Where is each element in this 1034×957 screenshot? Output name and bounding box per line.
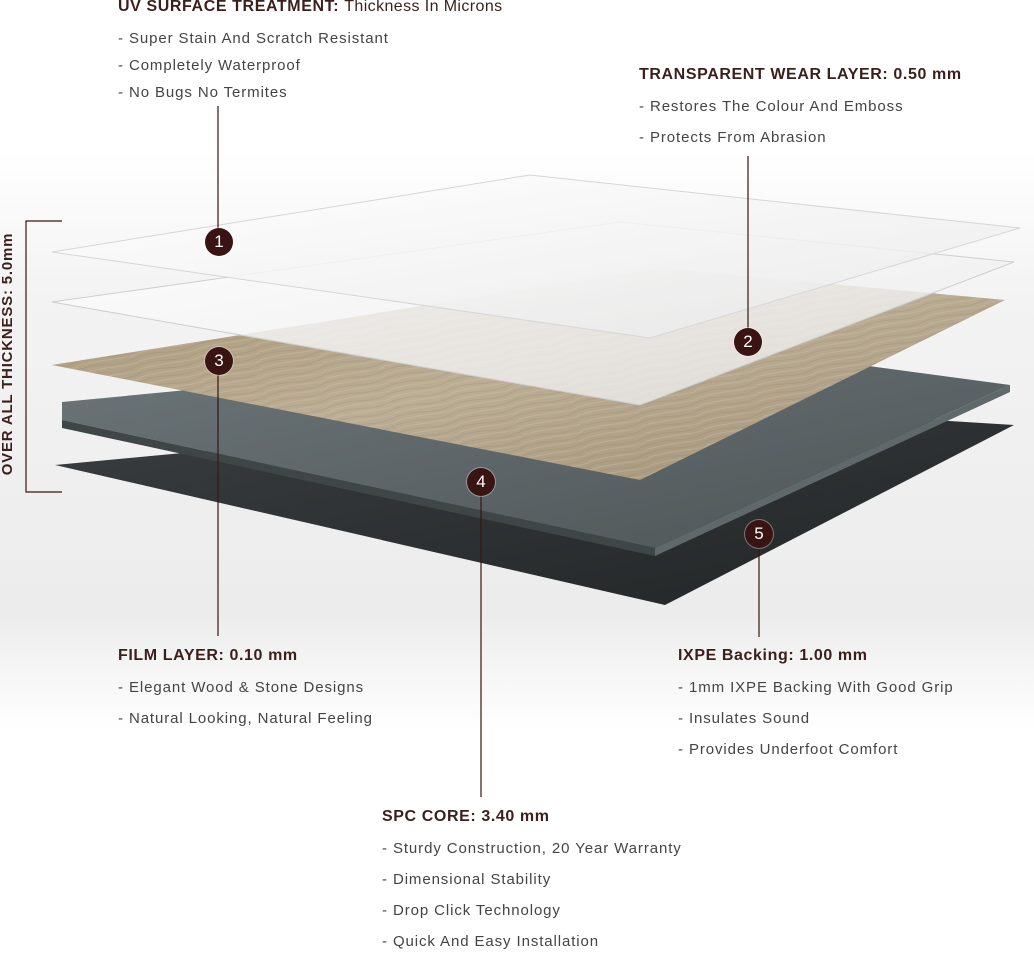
spc-core-block: SPC CORE: 3.40 mm - Sturdy Construction,…: [382, 807, 682, 957]
layer-5-badge: 5: [745, 520, 773, 548]
list-item: - Insulates Sound: [678, 710, 811, 727]
list-item: - Natural Looking, Natural Feeling: [118, 710, 373, 727]
list-item: - 1mm IXPE Backing With Good Grip: [678, 679, 954, 696]
list-item: - Completely Waterproof: [118, 57, 301, 74]
list-item: - Quick And Easy Installation: [382, 933, 600, 950]
uv-surface-title: UV SURFACE TREATMENT:: [118, 0, 340, 15]
list-item: - Super Stain And Scratch Resistant: [118, 30, 389, 47]
transparent-wear-layer-block: TRANSPARENT WEAR LAYER: 0.50 mm - Restor…: [639, 65, 962, 153]
list-item: - No Bugs No Termites: [118, 84, 288, 101]
ixpe-backing-bullets: - 1mm IXPE Backing With Good Grip - Insu…: [678, 672, 954, 765]
list-item: - Drop Click Technology: [382, 902, 561, 919]
spc-core-bullets: - Sturdy Construction, 20 Year Warranty …: [382, 833, 682, 957]
layer-2-badge: 2: [734, 328, 762, 356]
spc-core-edge: [62, 420, 655, 556]
uv-surface-heading: UV SURFACE TREATMENT: Thickness In Micro…: [118, 0, 503, 17]
thickness-bracket: [25, 220, 62, 493]
uv-surface-subtitle: Thickness In Microns: [344, 0, 503, 15]
spc-core-title: SPC CORE: 3.40 mm: [382, 808, 550, 825]
film-layer-bullets: - Elegant Wood & Stone Designs - Natural…: [118, 672, 373, 734]
layer-4-badge: 4: [467, 468, 495, 496]
uv-surface-treatment-block: UV SURFACE TREATMENT: Thickness In Micro…: [118, 0, 503, 108]
uv-surface-bullets: - Super Stain And Scratch Resistant - Co…: [118, 23, 503, 108]
list-item: - Provides Underfoot Comfort: [678, 741, 899, 758]
wear-layer-bullets: - Restores The Colour And Emboss - Prote…: [639, 91, 962, 153]
film-layer-title: FILM LAYER: 0.10 mm: [118, 647, 298, 664]
layer-1-badge: 1: [205, 228, 233, 256]
list-item: - Protects From Abrasion: [639, 129, 827, 146]
ixpe-backing-title: IXPE Backing: 1.00 mm: [678, 647, 868, 664]
list-item: - Sturdy Construction, 20 Year Warranty: [382, 840, 682, 857]
film-layer-block: FILM LAYER: 0.10 mm - Elegant Wood & Sto…: [118, 646, 373, 734]
wear-layer-title: TRANSPARENT WEAR LAYER: 0.50 mm: [639, 66, 962, 83]
list-item: - Elegant Wood & Stone Designs: [118, 679, 365, 696]
uv-layer: [51, 174, 1021, 339]
ixpe-backing-block: IXPE Backing: 1.00 mm - 1mm IXPE Backing…: [678, 646, 954, 765]
spc-core-right-edge: [655, 385, 1010, 556]
layer-3-badge: 3: [205, 347, 233, 375]
overall-thickness-label: OVER ALL THICKNESS: 5.0mm: [0, 232, 16, 476]
list-item: - Dimensional Stability: [382, 871, 552, 888]
list-item: - Restores The Colour And Emboss: [639, 98, 904, 115]
